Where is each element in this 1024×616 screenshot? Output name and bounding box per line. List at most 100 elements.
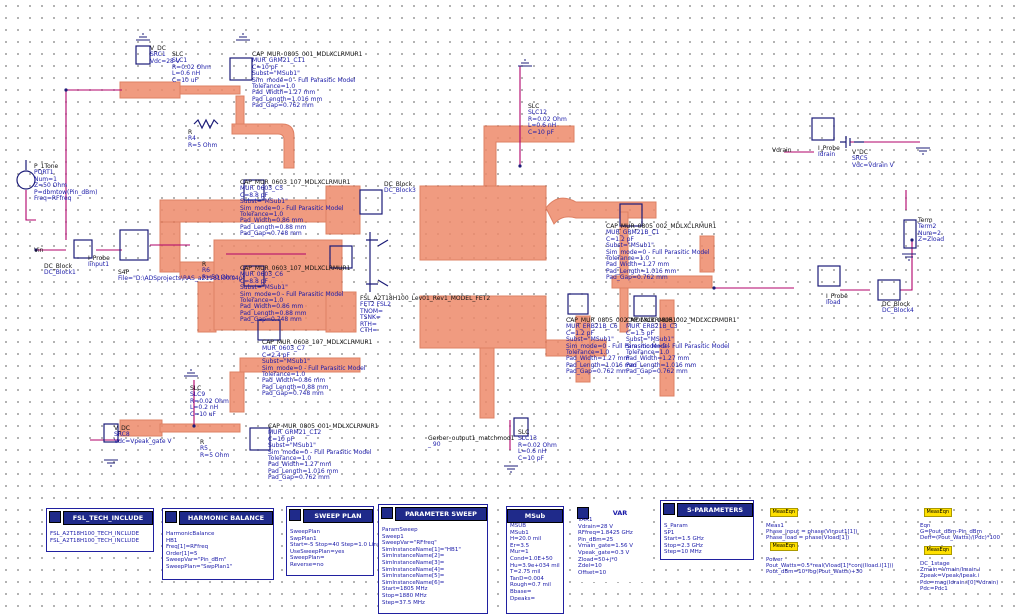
label-line: Dpeaks= [510, 595, 536, 602]
label-line: Sweep1 [382, 533, 404, 540]
block-title: SWEEP PLAN [303, 509, 373, 523]
label-line: C=10 pF [268, 435, 295, 443]
label-line: C=1.5 pF [626, 329, 654, 337]
controller-icon [165, 511, 177, 523]
label-line: Vdc=Vpeak_gate V [114, 437, 172, 445]
block-title: PARAMETER SWEEP [395, 507, 487, 521]
label-line: Pad_Gap=0.762 mm [252, 102, 314, 110]
label-line: Hu=3.9e+034 mil [510, 562, 560, 569]
label-line: MSub1 [510, 529, 529, 536]
label-line: R [188, 129, 193, 136]
label-line: VAR1 [578, 517, 593, 523]
label-line: DC_Block [384, 181, 413, 188]
label-line: PORT1 [34, 169, 54, 177]
label-line: CAP_MUR_0603_107_MDLXCLRMUR1 [240, 265, 351, 272]
label-line: H=20.0 mil [510, 536, 542, 543]
label-line: V_DC [114, 425, 130, 432]
label-line: R6 [202, 267, 210, 275]
fsl-tech-include-block[interactable]: FSL_TECH_INCLUDE FSL_A2T18H100_TECH_INCL… [46, 508, 154, 552]
label-line: Pad_Length=0.88 mm [262, 383, 329, 391]
label-line: SweepPlan= [290, 555, 325, 562]
label-line: CTH= [360, 327, 378, 335]
label-line: SRC8 [114, 431, 130, 439]
label-line: S_Param [664, 523, 688, 529]
label-line: MSUB [510, 523, 527, 529]
label-line: Tolerance=1.0 [268, 455, 312, 463]
label-line: FSL_A2T18H100_TECH_INCLUDE [50, 537, 140, 544]
label-line: Pad_Width=0.86 mm [262, 377, 326, 385]
label-line: Pad_Width=1.27 mm [626, 355, 690, 363]
label-line: Mur=1 [510, 549, 529, 556]
label-line: V_DC [150, 45, 166, 52]
label-line: _ 90 [428, 441, 441, 449]
label-line: CAP_MUR_0603_107_MDLXCLRMUR1 [240, 179, 351, 186]
block-title: FSL_TECH_INCLUDE [63, 511, 153, 525]
label-line: L=0.6 nH [528, 122, 557, 130]
label-line: S4P [118, 269, 130, 276]
label-line: C=10 uF [190, 410, 217, 418]
label-line: I_Probe [88, 255, 110, 262]
label-line: Zmain=Vmain/Imain.i [920, 567, 981, 574]
label-line: Sim_mode=0 - Full Parasitic Model [268, 448, 372, 456]
label-line: Pad_Length=0.88 mm [240, 309, 307, 317]
label-line: R=0.02 Ohm [172, 63, 211, 71]
label-line: MUR_ERB21B_C3 [626, 323, 678, 331]
label-line: Cond=1.0E+50 [510, 555, 553, 562]
label-line: L=0.2 nH [190, 404, 219, 412]
label-line: I_Probe [826, 293, 848, 300]
label-line: CAP_MUR_0805_002_MDLXCLRMUR1 [566, 317, 677, 324]
label-vin-tag: Vin [34, 247, 43, 254]
label-line: Sim_mode=0 - Full Parasitic Model [240, 290, 344, 298]
label-line: Pin_dBm=25 [578, 536, 614, 543]
label-line: Pad_Gap=0.762 mm [626, 368, 688, 376]
label-line: Pad_Gap=0.748 mm [262, 390, 324, 398]
label-line: CAP_MUR_0603_107_MDLXCLRMUR1 [262, 339, 373, 346]
label-line: Pad_Gap=0.748 mm [240, 316, 302, 324]
label-line: Pad_Length=1.016 mm [252, 95, 323, 103]
label-line: Subst="MSub1" [626, 336, 674, 344]
meas-eqn-tag: MeasEqn [769, 508, 799, 517]
label-line: Er=3.5 [510, 542, 530, 549]
label-line: R [200, 439, 205, 446]
label-line: Zpeak=Vpeak/Ipeak.i [920, 573, 980, 580]
label-line: FET2 FSL2 [360, 301, 391, 309]
label-line: DC_1stage [920, 560, 950, 567]
label-line: Step=37.5 MHz [382, 599, 425, 606]
label-line: Reverse=no [290, 561, 324, 568]
label-line: C=8.8 pF [240, 277, 268, 285]
label-line: Subst="MSub1" [262, 358, 310, 366]
label-line: Vdrain=28 V [578, 523, 614, 530]
label-gerber: Gerber_output1_matchmod1_ 90 [428, 435, 515, 449]
microstrip-layout [119, 81, 715, 437]
block-title: S-PARAMETERS [677, 503, 753, 517]
label-line: Pad_Gap=0.762 mm [606, 274, 668, 282]
label-line: V_DC [852, 149, 868, 156]
label-line: Tolerance=1.0 [606, 255, 650, 263]
label-line: MUR_GRM21B_C1 [606, 229, 660, 237]
